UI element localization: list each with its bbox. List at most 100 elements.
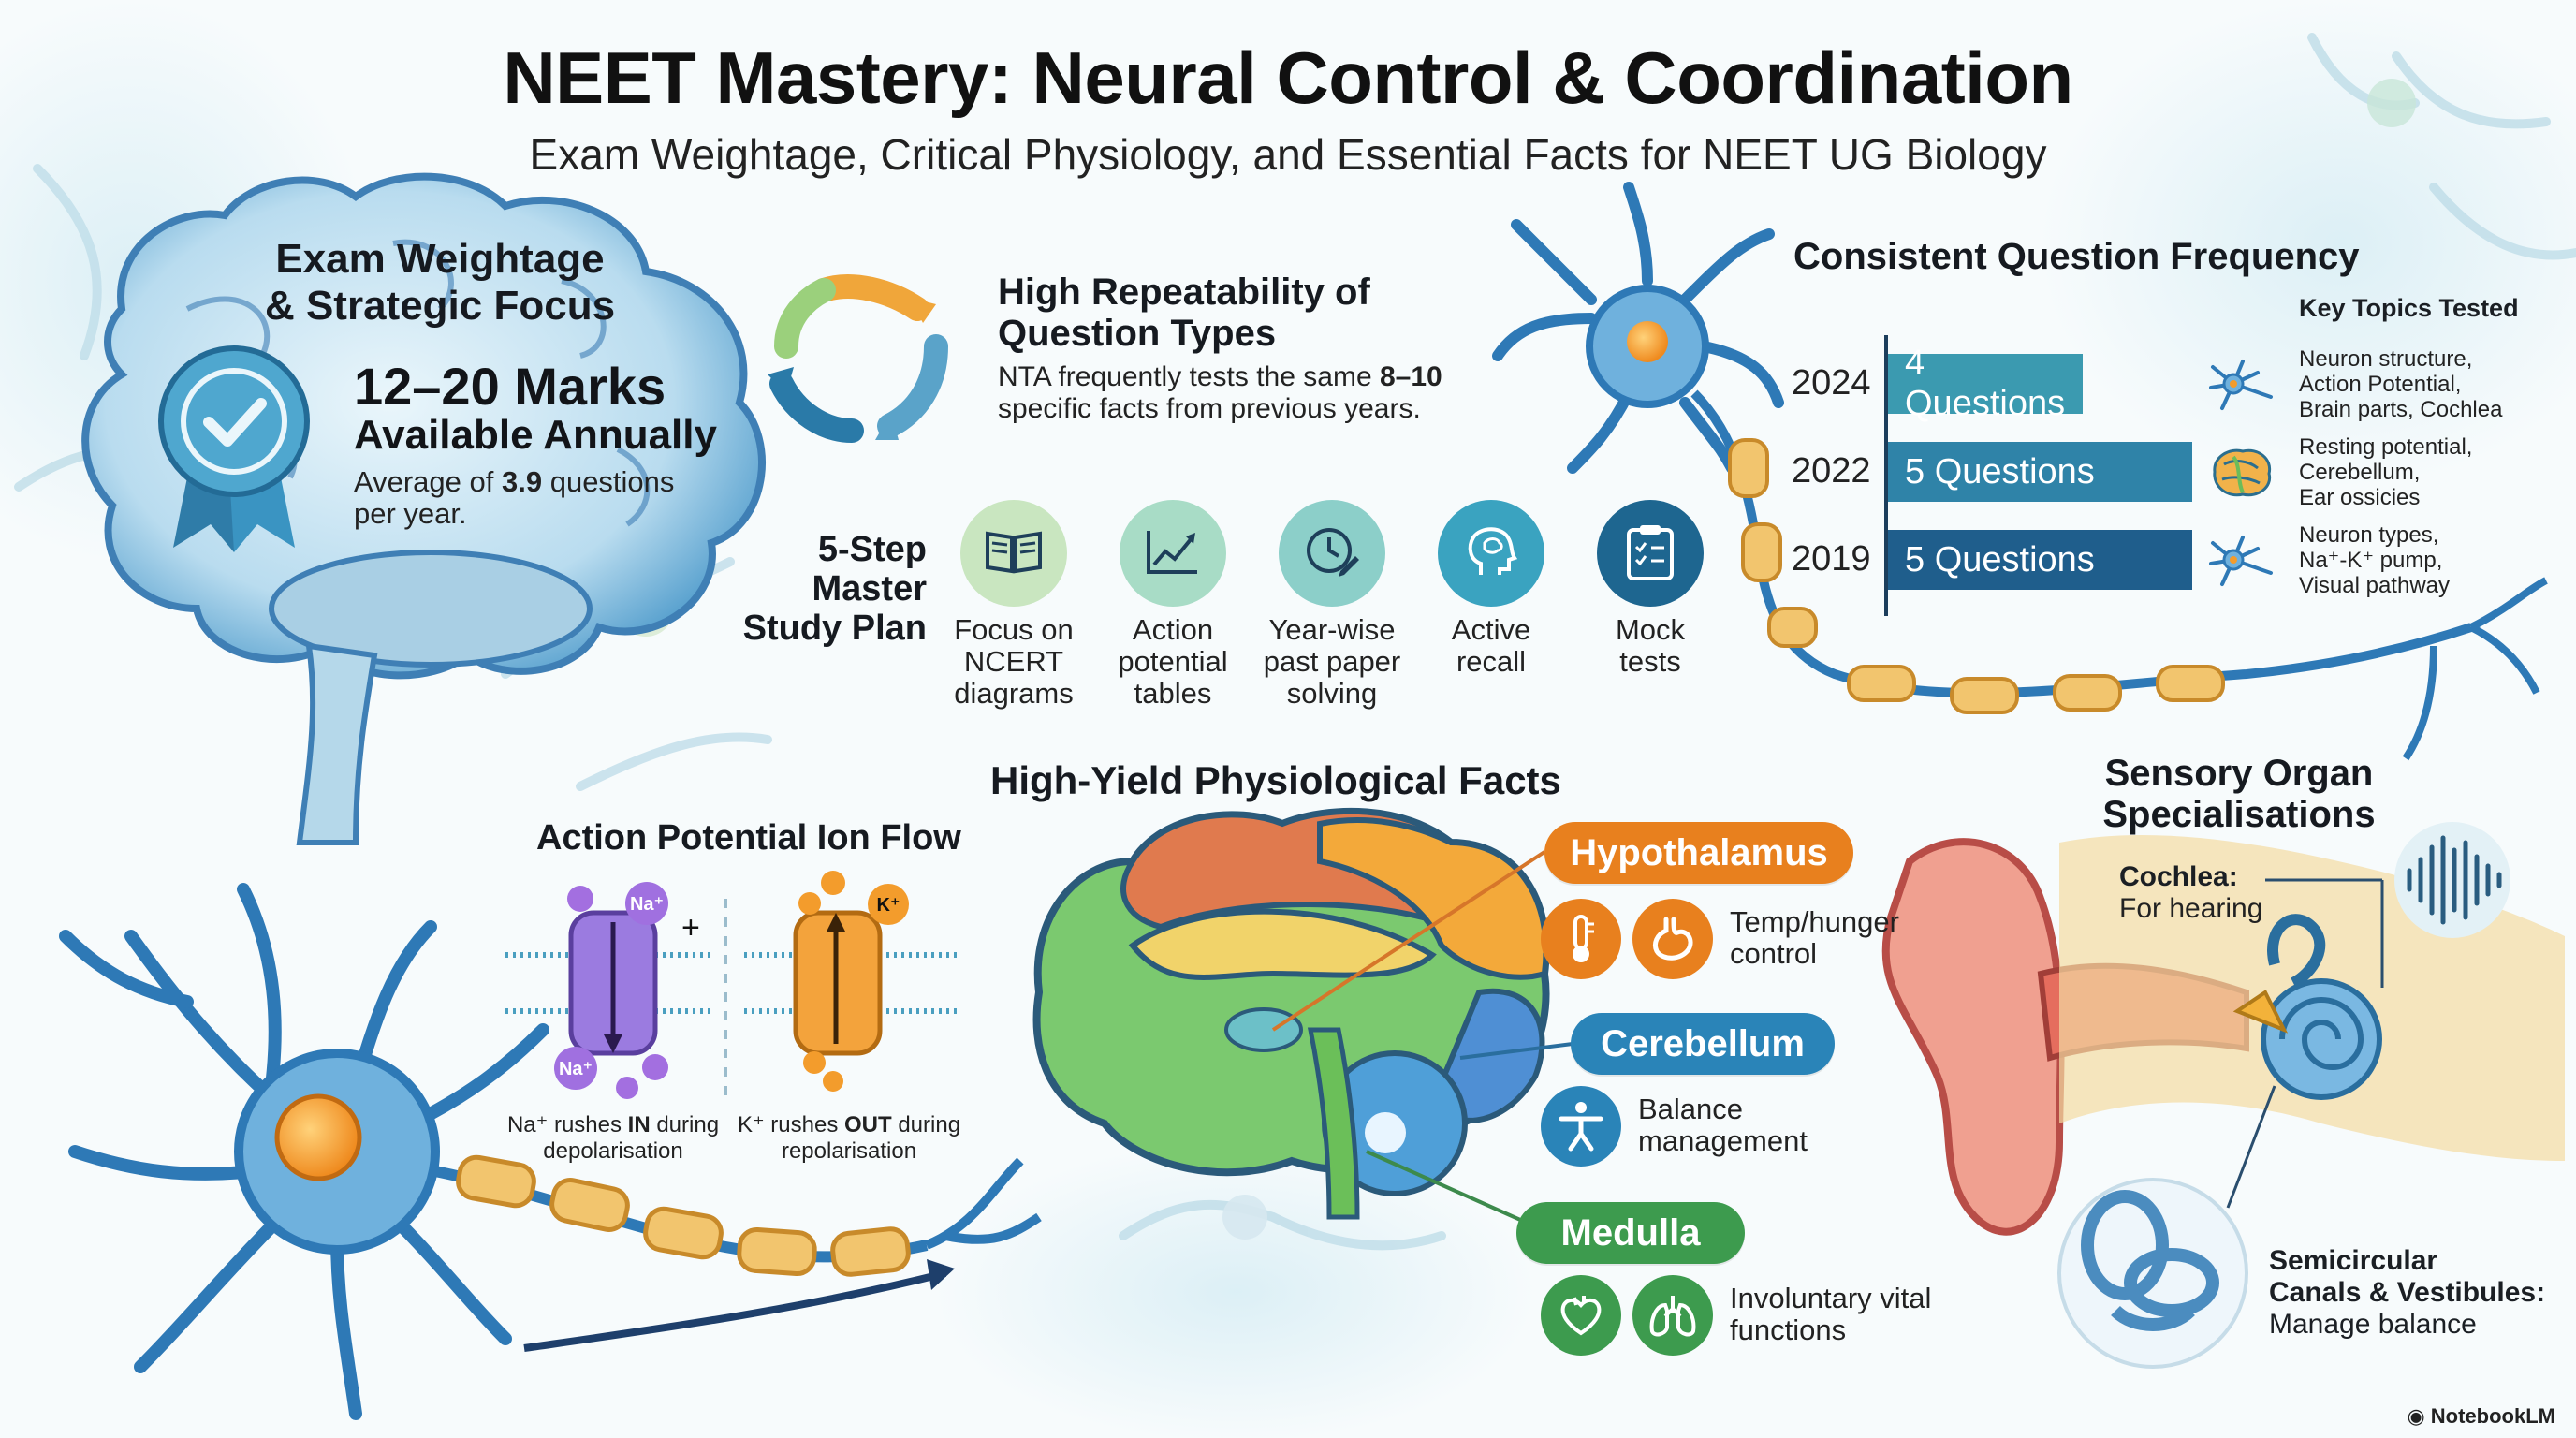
avg-line2: per year.	[354, 497, 467, 530]
study-step-5-line-1: Mock	[1615, 613, 1686, 646]
repeatability-heading: High Repeatability of Question Types	[998, 271, 1370, 354]
study-step-1-line-3: diagrams	[954, 677, 1074, 710]
na-caption: Na⁺ rushes IN during depolarisation	[496, 1112, 730, 1165]
plus-sign: +	[681, 910, 700, 946]
hypothalamus-label-pill: Hypothalamus	[1544, 822, 1853, 884]
topic-2022-1: Resting potential,	[2299, 434, 2473, 460]
brain-icon	[2205, 444, 2276, 506]
weightage-heading: Exam Weightage & Strategic Focus	[215, 236, 665, 330]
question-bar-2022: 5 Questions	[1888, 442, 2192, 502]
frequency-axis-line	[1884, 335, 1888, 616]
repeatability-body: NTA frequently tests the same 8–10 speci…	[998, 361, 1442, 425]
question-bar-2019: 5 Questions	[1888, 530, 2192, 590]
repeatability-heading-line2: Question Types	[998, 313, 1277, 354]
study-step-4-line-2: recall	[1456, 645, 1527, 678]
membrane-na	[505, 886, 711, 1099]
repeatability-body-line2: specific facts from previous years.	[998, 393, 1421, 424]
neuron-icon	[2205, 532, 2276, 594]
clock-pencil-icon	[1303, 522, 1361, 585]
study-step-5-circle	[1597, 500, 1704, 607]
cycle-arrows	[769, 274, 948, 443]
average-questions-text: Average of 3.9 questions per year.	[354, 466, 674, 530]
page-title: NEET Mastery: Neural Control & Coordinat…	[503, 37, 2073, 119]
trend-chart-icon	[1145, 527, 1201, 580]
topics-2022: Resting potential,Cerebellum,Ear ossicie…	[2299, 434, 2472, 510]
open-book-icon	[985, 528, 1043, 580]
study-step-5-line-2: tests	[1619, 645, 1681, 678]
topic-2024-3: Brain parts, Cochlea	[2299, 397, 2503, 422]
k-ion-top: K⁺	[868, 884, 909, 925]
study-plan-heading-line3: Study Plan	[742, 609, 927, 648]
human-figure-icon	[1541, 1086, 1621, 1167]
weightage-heading-line2: & Strategic Focus	[264, 283, 616, 329]
topic-2022-2: Cerebellum,	[2299, 460, 2421, 485]
cerebellum-label-pill: Cerebellum	[1571, 1013, 1835, 1075]
cerebellum-description-line-1: Balance	[1638, 1093, 1744, 1125]
brand-watermark: ◉ NotebookLM	[2407, 1404, 2555, 1429]
study-step-2-circle	[1120, 500, 1226, 607]
study-plan-heading: 5-Step Master Study Plan	[739, 530, 927, 648]
topic-2024-2: Action Potential,	[2299, 372, 2462, 397]
na-ion-top: Na⁺	[625, 882, 668, 925]
page-subtitle: Exam Weightage, Critical Physiology, and…	[529, 130, 2047, 179]
avg-value: 3.9	[501, 465, 543, 498]
cochlea-title: Cochlea:	[2119, 861, 2238, 892]
membrane-k	[744, 871, 959, 1092]
repeatability-body-bold: 8–10	[1379, 361, 1442, 392]
sensory-heading-line1: Sensory Organ	[2104, 753, 2374, 794]
na-caption-suffix: during	[650, 1112, 720, 1137]
k-caption-suffix: during	[891, 1112, 961, 1137]
study-plan-heading-line2: Master	[812, 569, 928, 609]
repeatability-body-prefix: NTA frequently tests the same	[998, 361, 1380, 392]
study-step-4-line-1: Active	[1451, 613, 1531, 646]
canals-text: Semicircular Canals & Vestibules: Manage…	[2269, 1245, 2545, 1341]
topics-2019: Neuron types,Na⁺-K⁺ pump,Visual pathway	[2299, 522, 2450, 598]
sensory-heading-line2: Specialisations	[2102, 794, 2376, 835]
lungs-icon	[1632, 1275, 1713, 1356]
heart-icon	[1541, 1275, 1621, 1356]
weightage-heading-line1: Exam Weightage	[275, 236, 605, 282]
na-caption-bold: IN	[627, 1112, 651, 1137]
study-step-1-circle	[960, 500, 1067, 607]
canals-line1: Semicircular	[2269, 1245, 2438, 1276]
medulla-description-line-1: Involuntary vital	[1730, 1282, 1932, 1314]
topic-2019-2: Na⁺-K⁺ pump,	[2299, 548, 2443, 573]
award-ribbon-icon	[158, 345, 310, 552]
axon-myelin-bottomleft	[429, 1154, 1042, 1277]
brand-logo-icon: ◉	[2407, 1404, 2431, 1428]
repeatability-heading-line1: High Repeatability of	[998, 271, 1370, 313]
facts-heading: High-Yield Physiological Facts	[990, 758, 1561, 802]
question-bar-2024: 4 Questions	[1888, 344, 2083, 423]
topics-2024: Neuron structure,Action Potential,Brain …	[2299, 346, 2502, 422]
soundwave-lines	[2407, 835, 2502, 925]
study-step-3-line-3: solving	[1286, 677, 1378, 710]
semicircular-canals-illustration	[2081, 1190, 2219, 1331]
study-plan-heading-line1: 5-Step	[817, 530, 927, 569]
study-step-3-line-2: past paper	[1263, 645, 1401, 678]
study-step-2-line-3: tables	[1134, 677, 1212, 710]
study-step-4-circle	[1438, 500, 1544, 607]
na-caption-prefix: Na⁺ rushes	[506, 1112, 628, 1137]
neuron-illustration-topright	[1492, 182, 1784, 474]
medulla-label-pill: Medulla	[1516, 1202, 1745, 1264]
study-step-1-line-1: Focus on	[954, 613, 1074, 646]
avg-prefix: Average of	[354, 465, 502, 498]
brain-illustration-center	[1032, 807, 1550, 1220]
medulla-description-line-2: functions	[1730, 1313, 1847, 1346]
hypothalamus-description-line-1: Temp/hunger	[1730, 905, 1899, 938]
study-step-1-line-2: NCERT	[963, 645, 1064, 678]
study-step-2-line-2: potential	[1118, 645, 1228, 678]
year-label-2024: 2024	[1792, 363, 1871, 403]
canals-line3: Manage balance	[2269, 1309, 2477, 1340]
study-step-2-line-1: Action	[1132, 613, 1214, 646]
study-step-3-circle	[1279, 500, 1385, 607]
study-step-3-line-1: Year-wise	[1268, 613, 1396, 646]
